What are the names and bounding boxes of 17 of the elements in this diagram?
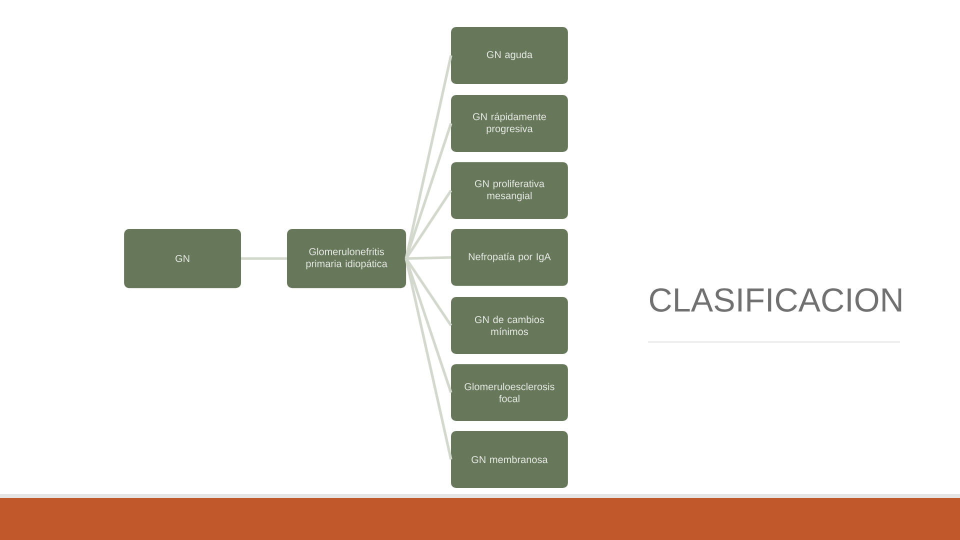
connector-line: [241, 257, 287, 260]
connector-line: [406, 256, 452, 260]
process-box: GN membranosa: [451, 431, 568, 488]
connector-line: [404, 258, 452, 326]
connector-line: [404, 258, 452, 393]
connector-line: [404, 55, 452, 259]
process-box: Nefropatía por IgA: [451, 229, 568, 286]
process-box: Glomeruloesclerosis focal: [451, 364, 568, 421]
process-box: GN rápidamente progresiva: [451, 95, 568, 152]
connector-line: [404, 258, 452, 460]
process-box: Glomerulonefritis primaria idiopática: [287, 229, 406, 288]
process-box: GN: [124, 229, 241, 288]
process-box: GN aguda: [451, 27, 568, 84]
process-box: GN proliferativa mesangial: [451, 162, 568, 219]
process-box: GN de cambios mínimos: [451, 297, 568, 354]
connector-line: [404, 123, 452, 259]
slide-title: CLASIFICACION: [650, 288, 902, 312]
